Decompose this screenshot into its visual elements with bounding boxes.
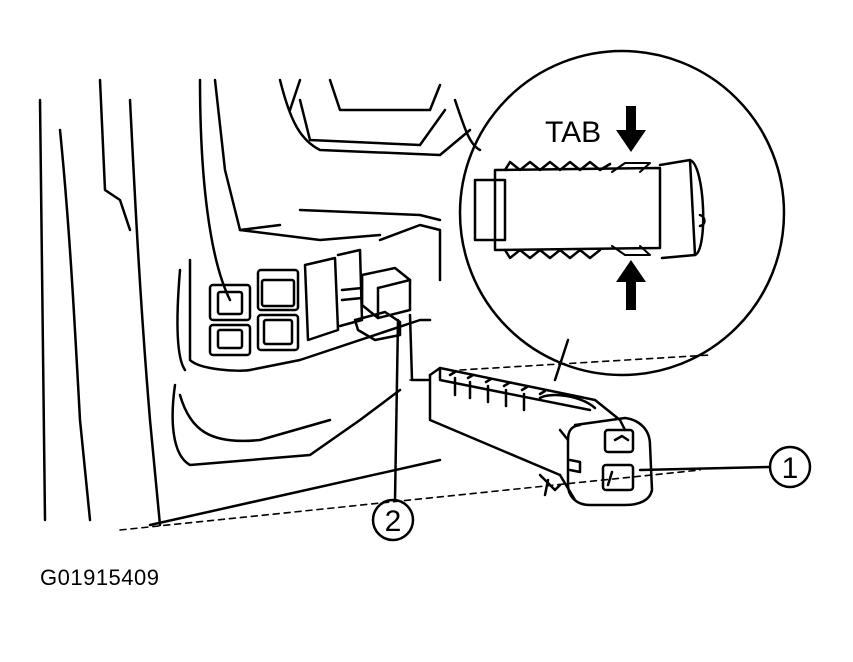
detail-circle: [458, 49, 786, 377]
wiring-connector: [340, 266, 430, 382]
callout-2-leader: [393, 318, 400, 502]
detail-leader-line: [553, 338, 570, 382]
dashed-guides: [119, 354, 711, 531]
figure-id: G01915409: [40, 565, 160, 590]
callout-1-number: 1: [782, 452, 799, 485]
switch-panel-bezel: [148, 223, 442, 527]
callout-2-circle: [371, 498, 415, 542]
dashboard-outline: [38, 78, 482, 527]
callout-1-leader: [638, 465, 772, 472]
tab-arrow-up: [616, 260, 646, 310]
removed-switch: [428, 366, 654, 507]
tab-arrow-down: [616, 106, 646, 152]
detail-label-tab: TAB: [545, 116, 601, 149]
callout-2-number: 2: [385, 505, 402, 538]
bezel-switches: [208, 248, 364, 357]
